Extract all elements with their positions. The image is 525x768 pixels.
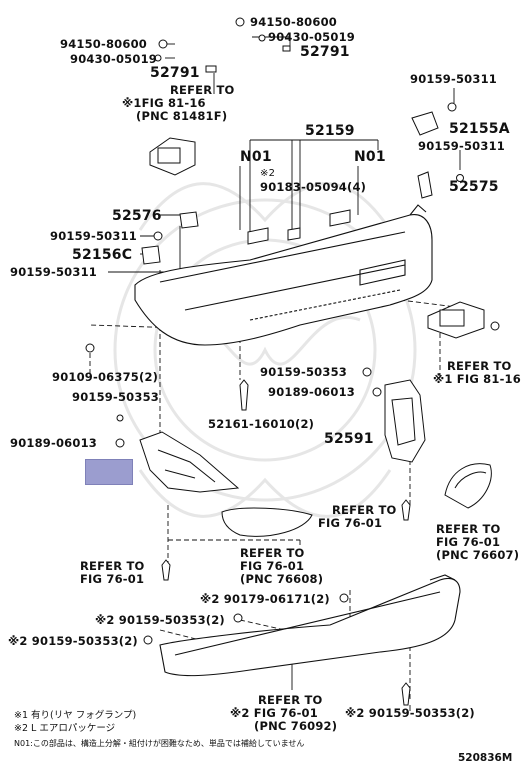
label-90159-50353-b2: ※2 90159-50353(2) <box>8 634 138 648</box>
refer-left-low-1: REFER TO <box>80 559 145 573</box>
footnote-2: ※2 L エアロパッケージ <box>14 723 116 734</box>
bracket-52591 <box>384 379 426 463</box>
rear-spoiler <box>159 574 461 677</box>
refer-left-low-2: FIG 76-01 <box>80 572 145 586</box>
label-52161-16010: 52161-16010(2) <box>208 417 315 431</box>
label-90430-05019-left: 90430-05019 <box>70 52 157 66</box>
label-52575: 52575 <box>449 179 499 195</box>
label-90159-50311-l1: 90159-50311 <box>50 229 137 243</box>
refer-center-1: REFER TO <box>240 546 305 560</box>
label-90179-06171: ※2 90179-06171(2) <box>200 592 330 606</box>
refer-bottom-3: (PNC 76092) <box>254 719 338 733</box>
fender-liner-right <box>444 463 492 509</box>
label-90159-50353-b3: ※2 90159-50353(2) <box>345 706 475 720</box>
refer-bottom-2: ※2 FIG 76-01 <box>230 706 318 720</box>
refer-center-2: FIG 76-01 <box>240 559 305 573</box>
label-94150-80600-left: 94150-80600 <box>60 37 147 51</box>
label-90159-50353-mid: 90159-50353 <box>260 365 347 379</box>
diagram-code: 520836M <box>458 752 513 764</box>
fog-lamp-left <box>149 137 196 176</box>
label-n01-left: N01 <box>240 149 272 165</box>
refer-mid-2: FIG 76-01 <box>318 516 383 530</box>
refer-mid-1: REFER TO <box>332 503 397 517</box>
label-52159: 52159 <box>305 123 355 139</box>
refer-right-low-2: FIG 76-01 <box>436 535 501 549</box>
fog-lamp-right <box>427 301 500 339</box>
label-90183-05094: 90183-05094(4) <box>260 180 367 194</box>
fender-liner-center <box>221 507 313 537</box>
footnote-3: N01:この部品は、構造上分解・組付けが困難なため、単品では補給していません <box>14 739 305 748</box>
footnote-1: ※1 有り(リヤ フォグランプ) <box>14 710 137 721</box>
label-52791-left: 52791 <box>150 65 200 81</box>
label-90159-50311-r2: 90159-50311 <box>418 139 505 153</box>
refer-right-2: ※1 FIG 81-16 <box>433 372 521 386</box>
highlight-box <box>85 459 133 485</box>
label-90189-06013-mid: 90189-06013 <box>268 385 355 399</box>
label-90159-50353-left: 90159-50353 <box>72 390 159 404</box>
refer-center-3: (PNC 76608) <box>240 572 324 586</box>
label-90159-50353-b1: ※2 90159-50353(2) <box>95 613 225 627</box>
label-52591: 52591 <box>324 431 374 447</box>
refer-right-low-3: (PNC 76607) <box>436 548 520 562</box>
refer-top-left-1: REFER TO <box>170 83 235 97</box>
label-90189-06013-left: 90189-06013 <box>10 436 97 450</box>
label-52576: 52576 <box>112 208 162 224</box>
label-52791-top: 52791 <box>300 44 350 60</box>
refer-right-1: REFER TO <box>447 359 512 373</box>
refer-top-left-3: (PNC 81481F) <box>136 109 228 123</box>
refer-top-left-2: ※1FIG 81-16 <box>122 96 206 110</box>
bumper-cover <box>134 204 433 346</box>
refer-right-low-1: REFER TO <box>436 522 501 536</box>
label-90109-06375: 90109-06375(2) <box>52 370 159 384</box>
bracket-left <box>139 431 240 493</box>
refer-bottom-1: REFER TO <box>258 693 323 707</box>
label-90430-05019-top: 90430-05019 <box>268 30 355 44</box>
label-90159-50311-r1: 90159-50311 <box>410 72 497 86</box>
label-90183-mark: ※2 <box>260 168 276 179</box>
label-52156c: 52156C <box>72 247 133 263</box>
label-52155a: 52155A <box>449 121 510 137</box>
label-90159-50311-l2: 90159-50311 <box>10 265 97 279</box>
label-94150-80600-top: 94150-80600 <box>250 15 337 29</box>
label-n01-right: N01 <box>354 149 386 165</box>
